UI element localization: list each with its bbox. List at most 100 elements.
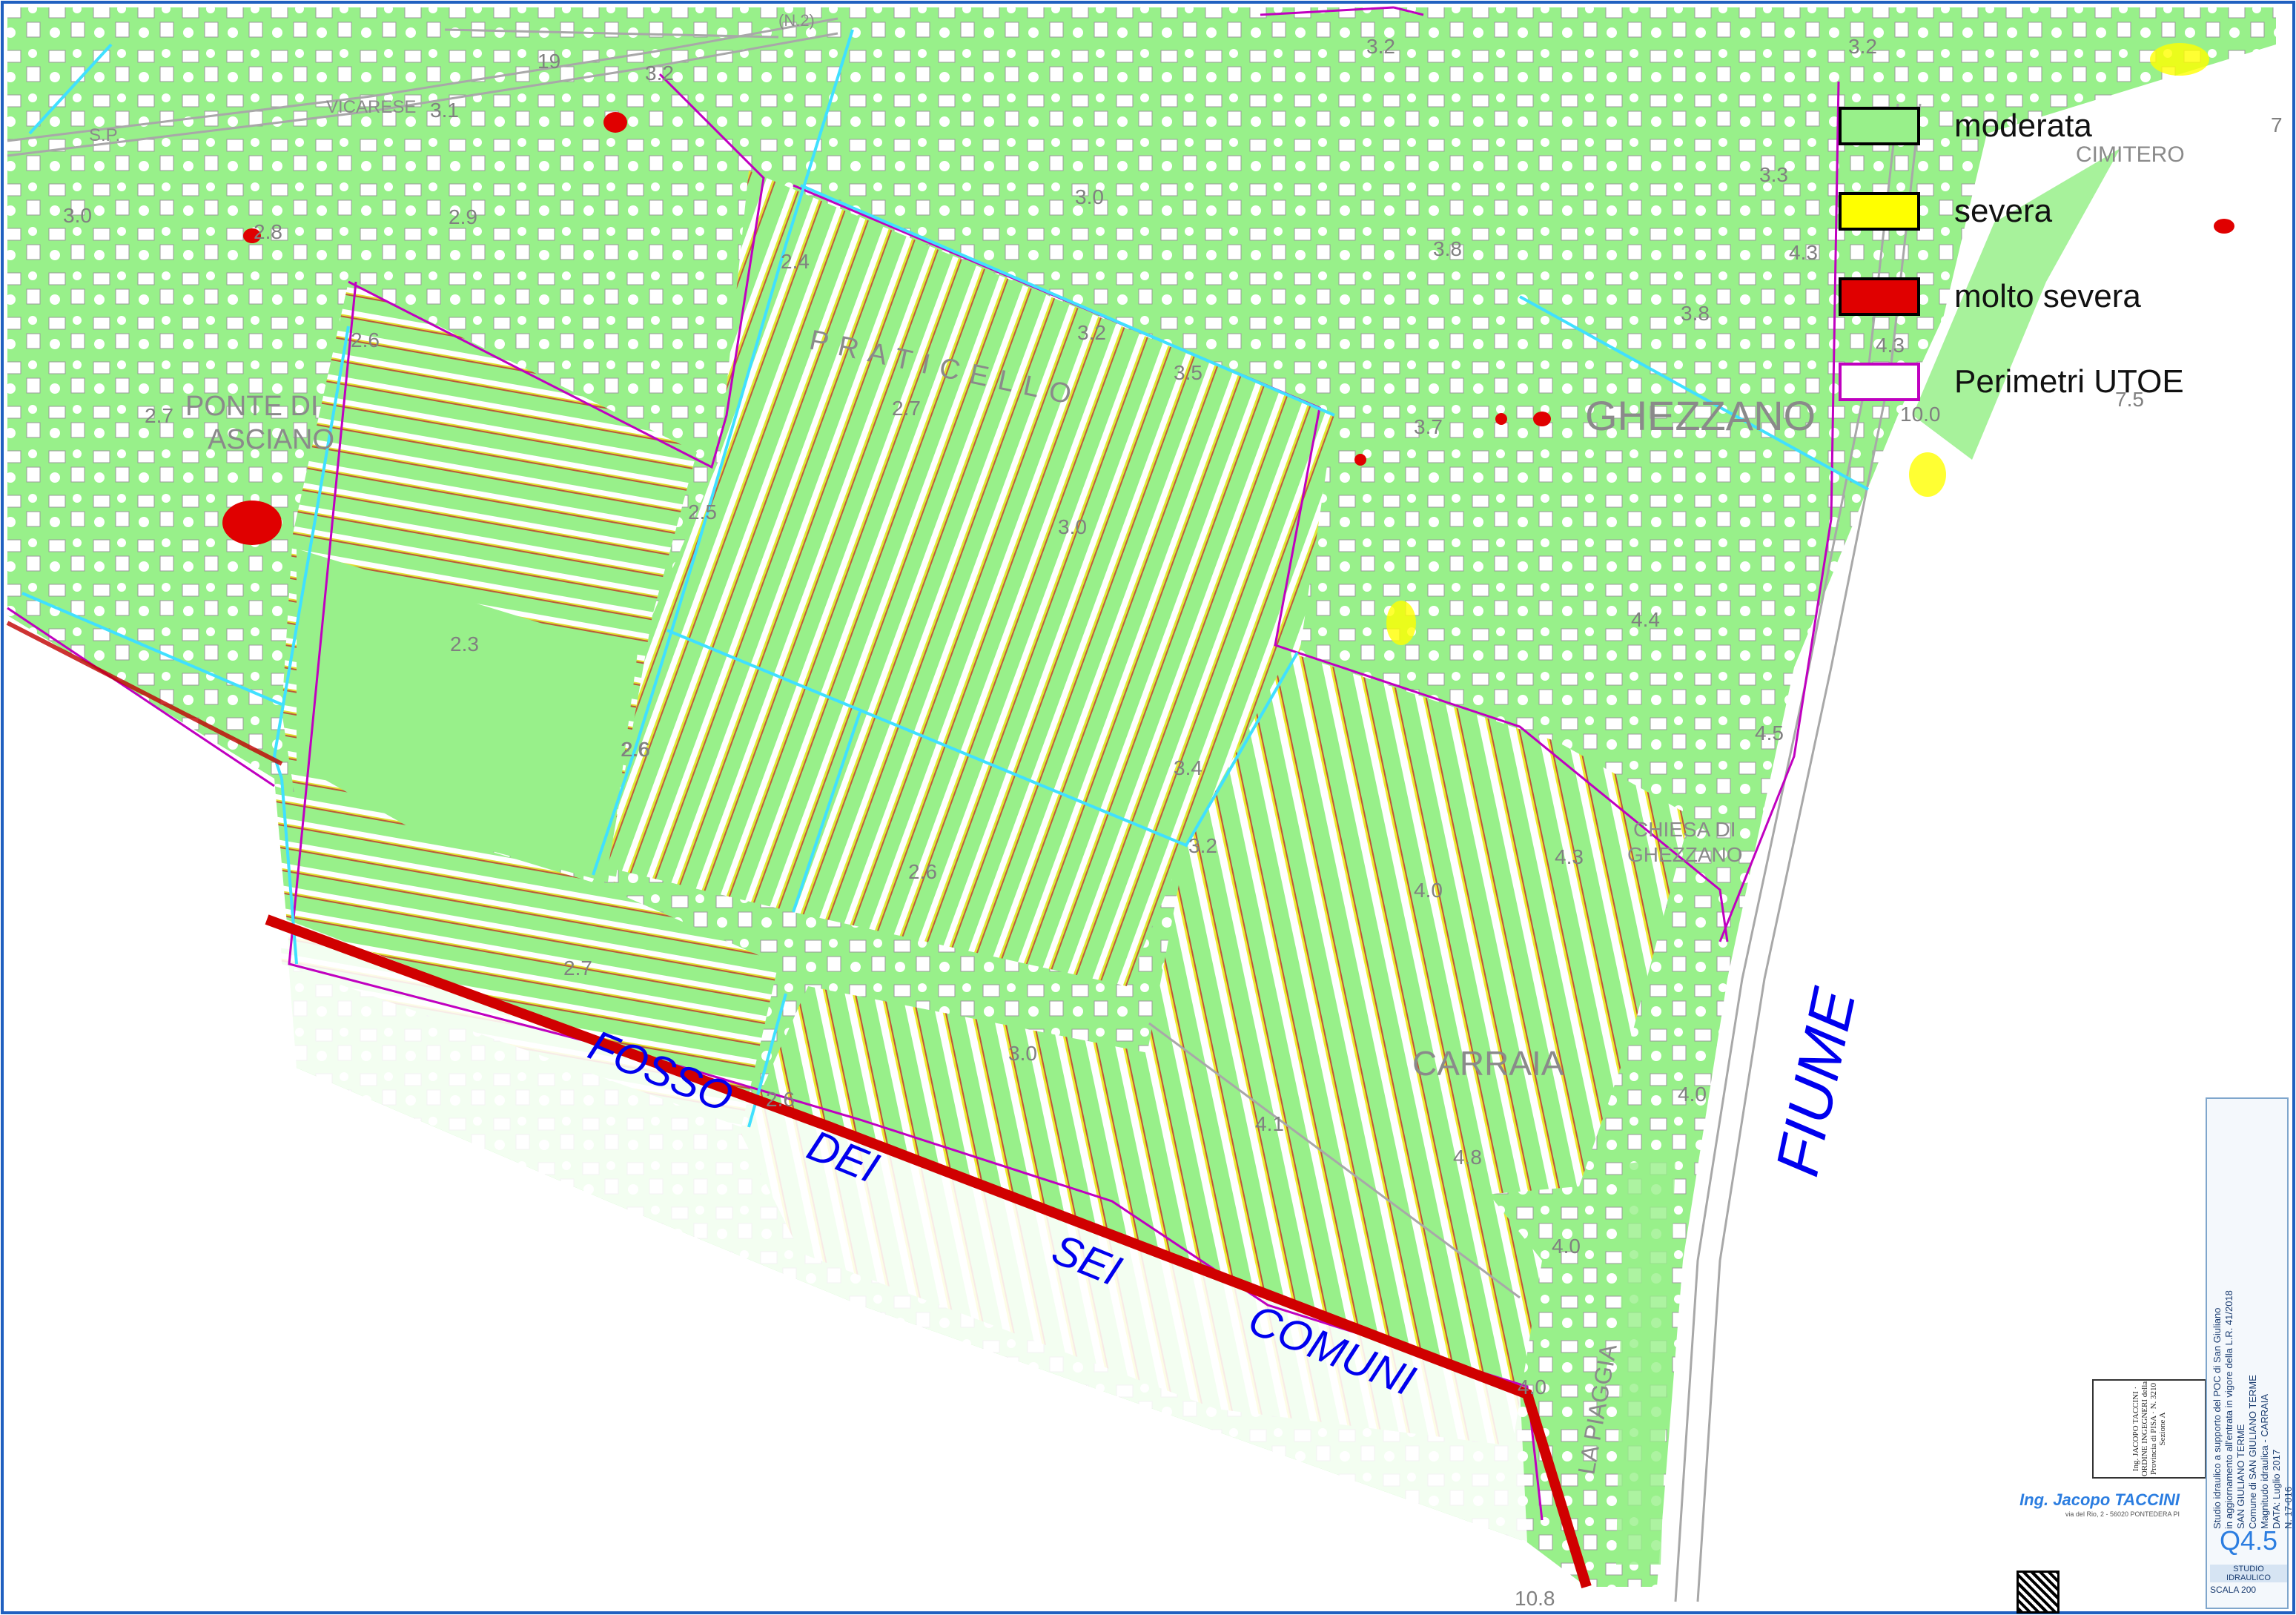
- elevation-label: 4.0: [1414, 879, 1443, 902]
- title-line: Magnitudo idraulica - CARRAIA: [2259, 1393, 2270, 1529]
- elevation-label: 3.2: [1366, 35, 1395, 58]
- elevation-label: 2.4: [781, 250, 810, 273]
- drawing-scale: SCALA 200: [2210, 1585, 2287, 1595]
- elevation-label: 2.7: [892, 397, 921, 420]
- road-n2: (N.2): [778, 11, 815, 30]
- elevation-label: 2.5: [688, 501, 717, 524]
- legend-label: moderata: [1954, 107, 2092, 144]
- elevation-label: 10.8: [1515, 1587, 1555, 1610]
- legend-label: Perimetri UTOE: [1954, 363, 2184, 400]
- elevation-label: 4.3: [1555, 845, 1584, 868]
- elevation-label: 3.2: [1188, 834, 1217, 857]
- riverside-strip: [1913, 148, 2120, 460]
- legend-swatch-molto-severa: [1839, 277, 1920, 316]
- elevation-label: 4.0: [1552, 1235, 1581, 1258]
- elevation-label: 2.6: [908, 860, 937, 883]
- place-chiesa-line1: CHIESA DI: [1633, 818, 1736, 841]
- river-bank: [1661, 44, 2276, 1609]
- elevation-label: 3.0: [63, 204, 92, 227]
- elevation-labels: 19 3.2 3.1 3.0 2.8 2.9 2.4 2.6 2.7 2.5 2…: [63, 35, 2283, 1610]
- elevation-label: 2.7: [563, 957, 592, 980]
- unaffected-band: [267, 912, 1527, 1542]
- elevation-label: 3.0: [1058, 515, 1087, 538]
- title-block: Studio idraulico a supporto del POC di S…: [2206, 1097, 2294, 1609]
- engineer-block: Ing. Jacopo TACCINI via del Rio, 2 - 560…: [1994, 1490, 2180, 1519]
- field-center: [608, 615, 1186, 986]
- severa-patches: [1386, 43, 2209, 645]
- scale-value: 200: [2241, 1585, 2257, 1595]
- elevation-label: 3.3: [1759, 163, 1788, 186]
- title-line: Comune di SAN GIULIANO TERME: [2247, 1375, 2258, 1529]
- road-sp: S.P.: [89, 125, 120, 145]
- title-block-text: Studio idraulico a supporto del POC di S…: [2211, 1099, 2294, 1529]
- legend-label: molto severa: [1954, 277, 2141, 314]
- elevation-label: 7: [2271, 113, 2283, 136]
- elevation-label: 3.8: [1433, 237, 1462, 260]
- road-vicarese: VICARESE: [326, 97, 416, 117]
- elevation-label: 3.2: [1077, 321, 1106, 344]
- professional-stamp: Ing. JACOPO TACCINI · ORDINE INGEGNERI d…: [2092, 1379, 2206, 1479]
- elevation-label: 3.0: [1075, 185, 1104, 208]
- title-line: Studio idraulico a supporto del POC di S…: [2211, 1307, 2223, 1529]
- elevation-label: 3.4: [1174, 756, 1202, 779]
- place-cimitero: CIMITERO: [2076, 142, 2185, 167]
- legend-item-molto-severa: molto severa: [1839, 254, 2254, 339]
- elevation-label: 2.6: [621, 738, 650, 761]
- elevation-label: 3.1: [430, 99, 459, 122]
- left-bank-white: [7, 615, 289, 949]
- place-carraia: CARRAIA: [1412, 1044, 1564, 1083]
- elevation-label: 3.5: [1174, 361, 1202, 384]
- elevation-label: 4.0: [1678, 1083, 1707, 1106]
- title-line: DATA: Luglio 2017: [2271, 1449, 2282, 1529]
- legend-item-moderata: moderata: [1839, 83, 2254, 168]
- elevation-label: 2.6: [766, 1088, 795, 1111]
- place-ponte-line2: ASCIANO: [208, 424, 334, 455]
- legend-swatch-severa: [1839, 191, 1920, 231]
- elevation-label: 10.0: [1900, 403, 1941, 426]
- field-carraia: [1142, 653, 1690, 1201]
- legend-swatch-utoe: [1839, 362, 1920, 401]
- canal-north-edge-red: [6, 621, 283, 766]
- roads: [7, 17, 1922, 1602]
- scale-label: SCALA: [2210, 1585, 2239, 1595]
- elevation-label: 4.0: [1518, 1375, 1546, 1398]
- title-line: N. 17-016: [2283, 1486, 2294, 1529]
- elevation-label: 4.4: [1631, 608, 1660, 631]
- place-ghezzano: GHEZZANO: [1585, 392, 1816, 439]
- elevation-label: 19: [537, 50, 560, 73]
- elevation-label: 7.5: [2115, 388, 2144, 411]
- elevation-label: 3.2: [1848, 35, 1877, 58]
- place-chiesa-line2: GHEZZANO: [1627, 843, 1743, 866]
- legend-item-perimetri-utoe: Perimetri UTOE: [1839, 339, 2254, 424]
- elevation-label: 3.2: [645, 62, 674, 85]
- elevation-label: 2.6: [351, 328, 380, 351]
- elevation-label: 2.8: [254, 220, 282, 243]
- elevation-label: 4.3: [1789, 241, 1818, 264]
- legend: moderata severa molto severa Perimetri U…: [1839, 83, 2254, 424]
- legend-label: severa: [1954, 192, 2053, 229]
- field-uniform-2-3: [297, 549, 638, 882]
- fosso-dei-sei-comuni-red: [265, 914, 1592, 1589]
- elevation-label: 2.9: [449, 205, 477, 228]
- legend-swatch-moderata: [1839, 106, 1920, 145]
- place-ponte-line1: PONTE DI: [185, 391, 318, 422]
- title-line: SAN GIULIANO TERME: [2235, 1424, 2246, 1529]
- qr-code-icon: [2017, 1571, 2060, 1614]
- engineer-name: Ing. Jacopo TACCINI: [2019, 1490, 2180, 1509]
- riverside-strip-south: [1616, 1157, 1675, 1565]
- elevation-label: 3.7: [1414, 415, 1443, 438]
- elevation-label: 4.1: [1255, 1112, 1284, 1135]
- field-southwest: [274, 786, 778, 1127]
- elevation-label: 4.8: [1453, 1146, 1482, 1169]
- drawing-code: Q4.5: [2219, 1525, 2278, 1556]
- elevation-label: 3.8: [1681, 302, 1710, 325]
- elevation-label: 2.6: [621, 738, 649, 761]
- elevation-label: 4.5: [1755, 721, 1784, 744]
- elevation-label: 2.3: [450, 633, 479, 655]
- elevation-label: 4.3: [1876, 334, 1905, 357]
- drawing-subtitle: STUDIO IDRAULICO: [2210, 1565, 2287, 1582]
- molto-severa-patches: [222, 112, 2234, 545]
- engineer-address: via del Rio, 2 - 56020 PONTEDERA PI: [2065, 1510, 2180, 1518]
